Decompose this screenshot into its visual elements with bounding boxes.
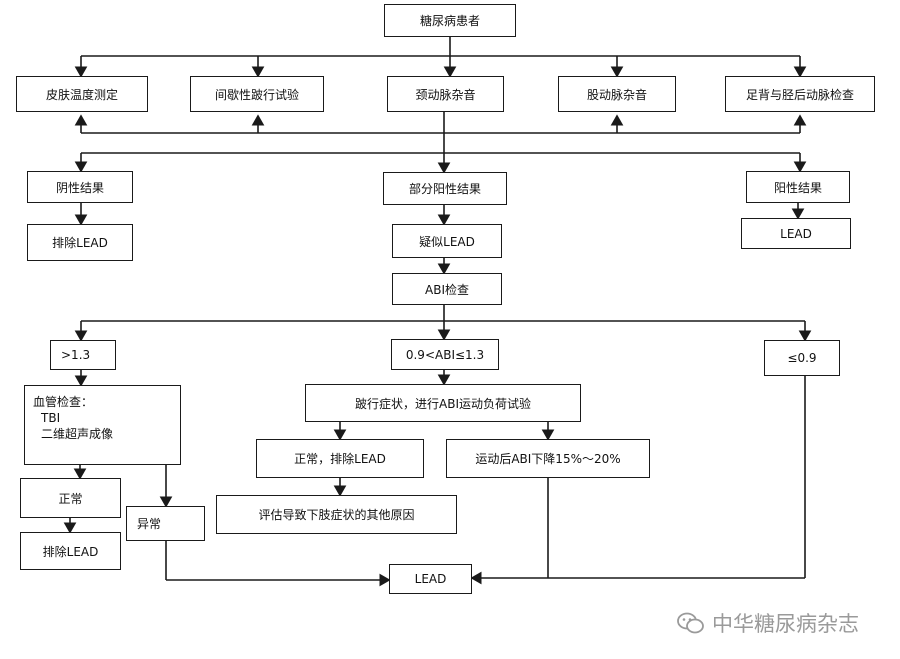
normal-box: 正常 bbox=[20, 478, 121, 518]
abnormal-label: 异常 bbox=[137, 517, 162, 531]
abi-gt-label: >1.3 bbox=[61, 348, 91, 362]
vascular-check-box: 血管检查： TBI 二维超声成像 bbox=[24, 385, 181, 465]
partial-positive-label: 部分阳性结果 bbox=[408, 182, 481, 196]
evaluate-other-label: 评估导致下肢症状的其他原因 bbox=[258, 508, 415, 522]
positive-result-label: 阳性结果 bbox=[773, 180, 822, 195]
diabetes-patient-box: 糖尿病患者 bbox=[384, 4, 516, 37]
exclude-lead-label: 排除LEAD bbox=[52, 236, 108, 250]
watermark-text: 中华糖尿病杂志 bbox=[712, 612, 859, 636]
wechat-icon bbox=[677, 612, 704, 634]
negative-result-label: 阴性结果 bbox=[55, 180, 104, 195]
carotid-bruit-label: 颈动脉杂音 bbox=[415, 87, 476, 102]
partial-positive-box: 部分阳性结果 bbox=[383, 172, 507, 205]
vascular-check-ultrasound: 二维超声成像 bbox=[41, 427, 114, 441]
foot-pulse-check-label: 足背与胫后动脉检查 bbox=[745, 87, 854, 102]
intermittent-claudication-test-box: 间歇性跛行试验 bbox=[190, 76, 324, 112]
skin-temp-label: 皮肤温度测定 bbox=[45, 87, 118, 102]
lead-final-box: LEAD bbox=[389, 564, 472, 594]
lead-positive-box: LEAD bbox=[741, 218, 851, 249]
exclude-lead-box: 排除LEAD bbox=[27, 224, 133, 261]
evaluate-other-box: 评估导致下肢症状的其他原因 bbox=[216, 495, 457, 534]
femoral-bruit-label: 股动脉杂音 bbox=[586, 87, 647, 102]
foot-pulse-check-box: 足背与胫后动脉检查 bbox=[725, 76, 875, 112]
abi-le-box: ≤0.9 bbox=[764, 340, 840, 376]
exclude-lead-final-box: 排除LEAD bbox=[20, 532, 121, 570]
suspected-lead-box: 疑似LEAD bbox=[392, 224, 502, 258]
abi-gt-box: >1.3 bbox=[50, 340, 116, 370]
claudication-exercise-label: 跛行症状，进行ABI运动负荷试验 bbox=[355, 396, 531, 411]
skin-temp-box: 皮肤温度测定 bbox=[16, 76, 148, 112]
lead-positive-label: LEAD bbox=[780, 226, 812, 241]
intermittent-claudication-test-label: 间歇性跛行试验 bbox=[214, 87, 299, 102]
diabetes-patient-label: 糖尿病患者 bbox=[419, 14, 480, 28]
watermark: 中华糖尿病杂志 bbox=[676, 606, 891, 640]
abi-check-box: ABI检查 bbox=[392, 273, 502, 305]
normal-exclude-box: 正常，排除LEAD bbox=[256, 439, 424, 478]
negative-result-box: 阴性结果 bbox=[27, 171, 133, 203]
lead-final-label: LEAD bbox=[414, 572, 447, 586]
abi-le-label: ≤0.9 bbox=[787, 351, 817, 365]
vascular-check-title: 血管检查： bbox=[33, 395, 94, 409]
abnormal-box: 异常 bbox=[126, 506, 205, 541]
abi-check-label: ABI检查 bbox=[425, 282, 469, 297]
normal-label: 正常 bbox=[58, 491, 83, 506]
normal-exclude-label: 正常，排除LEAD bbox=[294, 452, 386, 466]
carotid-bruit-box: 颈动脉杂音 bbox=[387, 76, 504, 112]
abi-drop-label: 运动后ABI下降15%～20% bbox=[475, 452, 621, 466]
positive-result-box: 阳性结果 bbox=[746, 171, 850, 203]
femoral-bruit-box: 股动脉杂音 bbox=[558, 76, 676, 112]
vascular-check-tbi: TBI bbox=[41, 411, 61, 425]
exclude-lead-final-label: 排除LEAD bbox=[42, 544, 99, 559]
claudication-exercise-box: 跛行症状，进行ABI运动负荷试验 bbox=[305, 384, 581, 422]
abi-mid-box: 0.9<ABI≤1.3 bbox=[391, 339, 499, 370]
abi-drop-box: 运动后ABI下降15%～20% bbox=[446, 439, 650, 478]
suspected-lead-label: 疑似LEAD bbox=[419, 234, 475, 249]
abi-mid-label: 0.9<ABI≤1.3 bbox=[405, 347, 485, 362]
